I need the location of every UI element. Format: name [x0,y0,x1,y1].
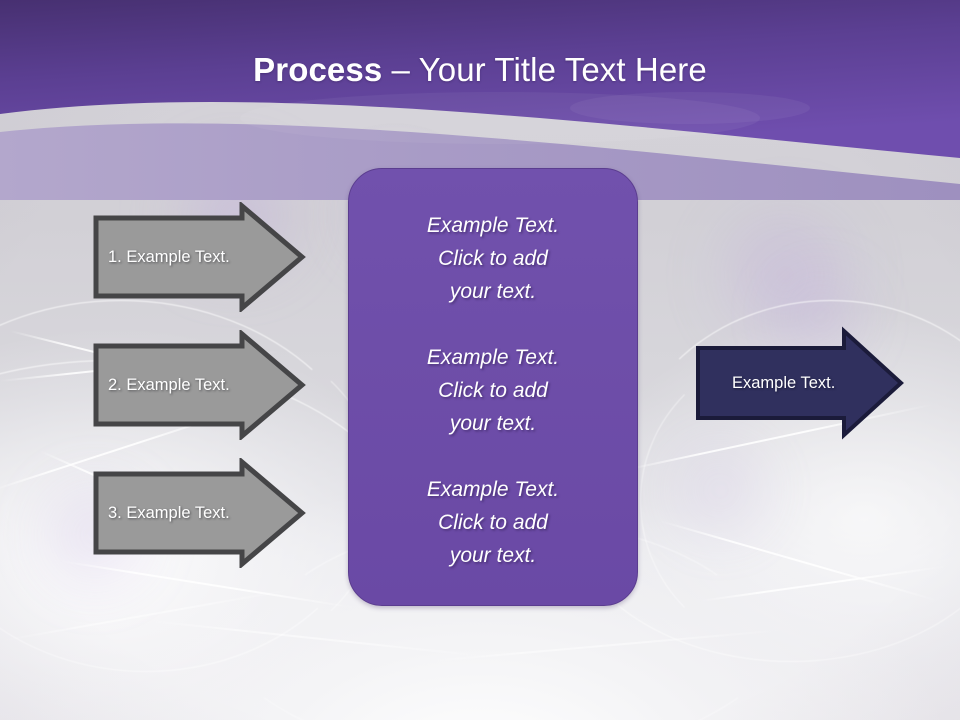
center-paragraph-1: Example Text. Click to add your text. [426,214,560,303]
step-arrow-1[interactable]: 1. Example Text. [92,202,306,312]
page-title: Process – Your Title Text Here [0,49,960,91]
page-title-rest: – Your Title Text Here [382,51,707,88]
step-arrow-3[interactable]: 3. Example Text. [92,458,306,568]
step-arrow-1-label: 1. Example Text. [108,248,230,266]
center-paragraph-3: Example Text. Click to add your text. [426,478,560,567]
step-arrow-2-label: 2. Example Text. [108,376,230,394]
center-content-box[interactable]: Example Text. Click to add your text. Ex… [348,168,638,606]
step-arrow-2[interactable]: 2. Example Text. [92,330,306,440]
center-paragraph-2: Example Text. Click to add your text. [426,346,560,435]
page-title-bold: Process [253,51,383,88]
result-arrow-label: Example Text. [732,374,836,392]
result-arrow[interactable]: Example Text. [694,326,906,440]
step-arrow-3-label: 3. Example Text. [108,504,230,522]
